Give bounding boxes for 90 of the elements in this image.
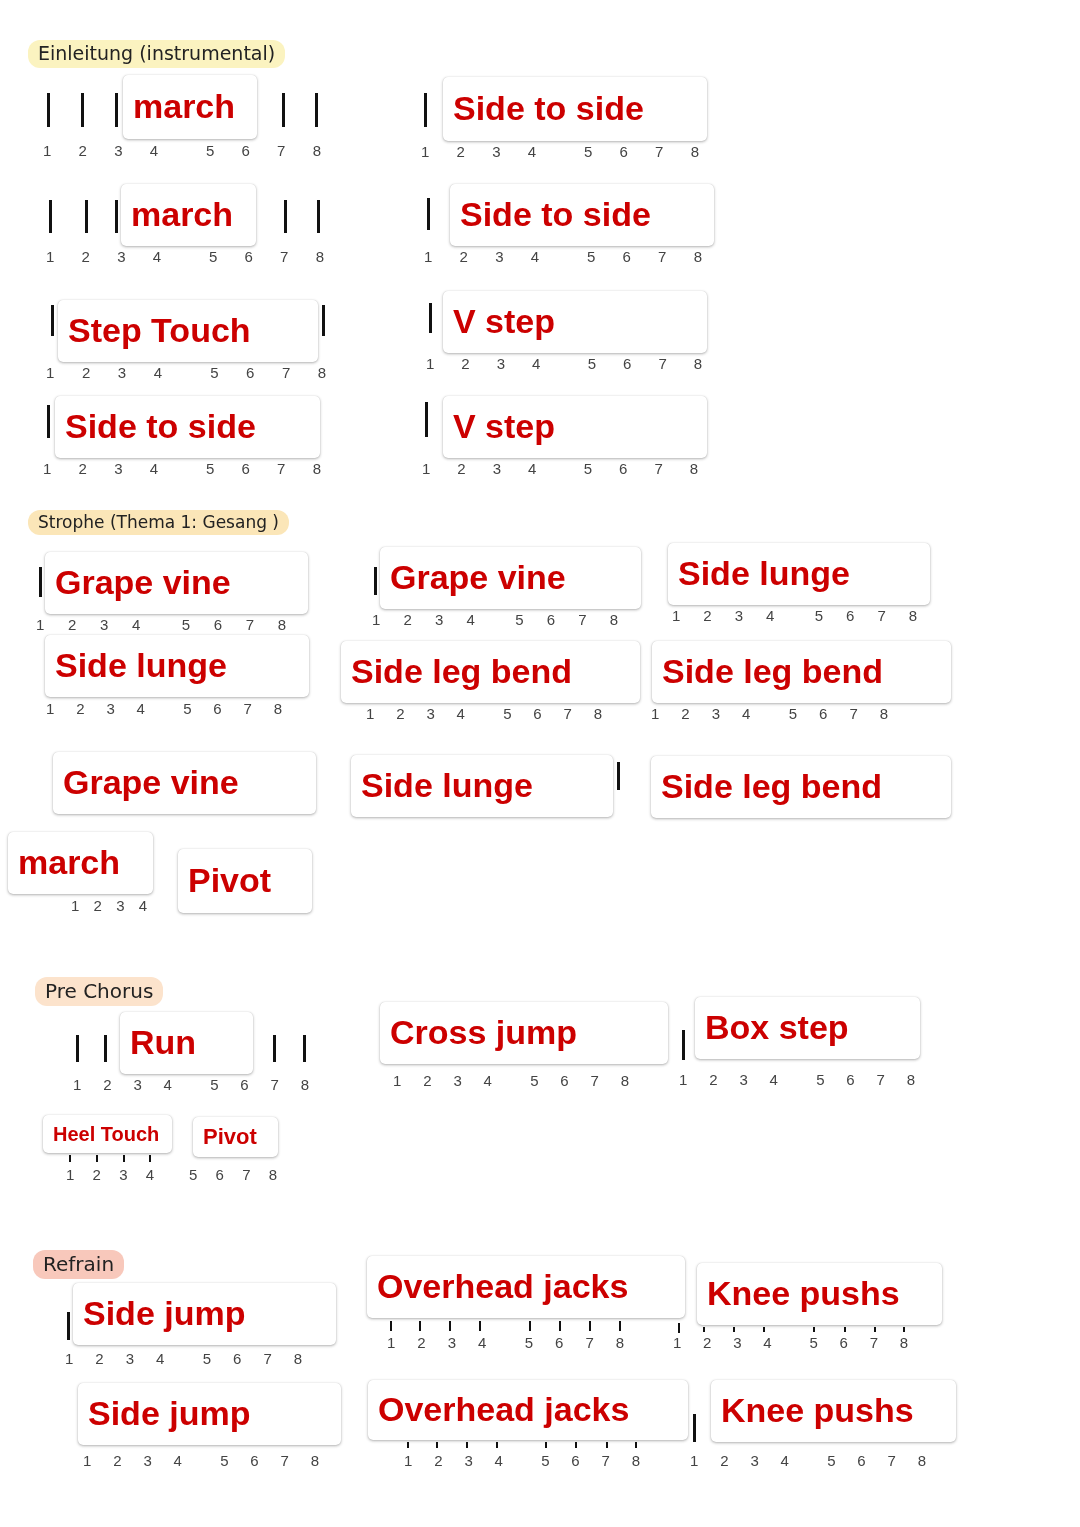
step-name: Side leg bend	[662, 653, 884, 691]
step-name: V step	[453, 408, 556, 446]
step-name: Side leg bend	[661, 768, 883, 806]
count-numbers: 1 2 3 4	[66, 1166, 155, 1184]
step-card	[652, 641, 951, 703]
step-card	[368, 1380, 688, 1440]
count-numbers: 1 2 3 4 5 6 7 8	[651, 705, 889, 723]
count-numbers: 1 2 3 4 5 6 7 8	[387, 1334, 625, 1352]
step-card	[73, 1283, 336, 1345]
count-numbers: 1 2 3 4 5 6 7 8	[422, 460, 699, 478]
step-name: Side jump	[88, 1395, 251, 1433]
step-card	[78, 1383, 341, 1445]
step-name: march	[133, 88, 236, 126]
step-card	[123, 75, 257, 139]
count-numbers: 1 2 3 4 5 6 7 8	[426, 355, 703, 373]
step-card	[443, 291, 707, 353]
step-name: Knee pushs	[707, 1275, 900, 1313]
count-numbers: 1 2 3 4 5 6 7 8	[46, 700, 283, 718]
count-numbers: 1 2 3 4 5 6 7 8	[46, 364, 327, 382]
count-numbers: 1 2 3 4 5 6 7 8	[372, 611, 619, 629]
count-numbers: 1 2 3 4 5 6 7 8	[366, 705, 603, 723]
step-name: Cross jump	[390, 1014, 578, 1052]
count-numbers: 1 2 3 4 5 6 7 8	[83, 1452, 320, 1470]
count-numbers: 1 2 3 4 5 6 7 8	[36, 616, 287, 634]
count-numbers: 1 2 3 4 5 6 7 8	[424, 248, 703, 266]
section-heading: Pre Chorus	[35, 977, 164, 1006]
step-name: Overhead jacks	[378, 1391, 630, 1429]
step-card	[120, 1012, 253, 1074]
count-numbers: 1 2 3 4 5 6 7 8	[73, 1076, 310, 1094]
step-card	[450, 184, 714, 246]
section-heading: Strophe (Thema 1: Gesang )	[28, 510, 289, 536]
step-card	[367, 1256, 685, 1318]
step-card	[697, 1263, 942, 1325]
step-card	[341, 641, 640, 703]
step-card	[8, 832, 153, 894]
step-name: Side to side	[453, 90, 644, 128]
step-card	[45, 552, 308, 614]
step-name: Box step	[705, 1009, 849, 1047]
step-name: Side leg bend	[351, 653, 573, 691]
count-numbers: 1 2 3 4 5 6 7 8	[404, 1452, 641, 1470]
step-name: Step Touch	[68, 312, 251, 350]
step-name: V step	[453, 303, 556, 341]
section-heading: Einleitung (instrumental)	[28, 40, 286, 68]
step-name: Heel Touch	[53, 1123, 160, 1145]
count-numbers: 1 2 3 4	[71, 897, 148, 915]
step-name: march	[131, 196, 234, 234]
step-name: Side lunge	[361, 767, 533, 805]
step-card	[351, 755, 613, 817]
step-card	[695, 997, 920, 1059]
step-name: Pivot	[203, 1124, 257, 1150]
step-name: Grape vine	[55, 564, 231, 602]
step-name: Overhead jacks	[377, 1268, 629, 1306]
step-card	[668, 543, 930, 605]
count-numbers: 1 2 3 4 5 6 7 8	[672, 607, 918, 625]
step-card	[45, 635, 309, 697]
count-numbers: 1 2 3 4 5 6 7 8	[393, 1072, 630, 1090]
step-name: Side to side	[460, 196, 651, 234]
step-card	[380, 1002, 668, 1064]
step-card	[53, 752, 316, 814]
step-card	[443, 396, 707, 458]
step-name: Run	[130, 1024, 197, 1062]
step-card	[193, 1117, 278, 1157]
count-numbers: 1 2 3 4 5 6 7 8	[673, 1334, 909, 1352]
step-name: Side jump	[83, 1295, 246, 1333]
step-card	[651, 756, 951, 818]
count-numbers: 1 2 3 4 5 6 7 8	[65, 1350, 303, 1368]
count-numbers: 1 2 3 4 5 6 7 8	[43, 142, 322, 160]
step-card	[443, 77, 707, 141]
step-name: Pivot	[188, 862, 272, 900]
step-name: march	[18, 844, 121, 882]
step-card	[178, 849, 312, 913]
step-card	[121, 184, 256, 246]
count-numbers: 1 2 3 4 5 6 7 8	[46, 248, 325, 266]
step-name: Grape vine	[63, 764, 239, 802]
step-name: Side lunge	[678, 555, 850, 593]
step-card	[55, 396, 320, 458]
step-card	[43, 1115, 172, 1153]
count-numbers: 1 2 3 4 5 6 7 8	[690, 1452, 927, 1470]
step-name: Knee pushs	[721, 1392, 914, 1430]
count-numbers: 1 2 3 4 5 6 7 8	[679, 1071, 916, 1089]
step-name: Grape vine	[390, 559, 566, 597]
step-card	[711, 1380, 956, 1442]
count-numbers: 5 6 7 8	[189, 1166, 278, 1184]
step-card	[380, 547, 641, 609]
section-heading: Refrain	[33, 1250, 125, 1279]
step-name: Side to side	[65, 408, 256, 446]
count-numbers: 1 2 3 4 5 6 7 8	[43, 460, 322, 478]
count-numbers: 1 2 3 4 5 6 7 8	[421, 143, 700, 161]
step-card	[58, 300, 318, 362]
step-name: Side lunge	[55, 647, 227, 685]
